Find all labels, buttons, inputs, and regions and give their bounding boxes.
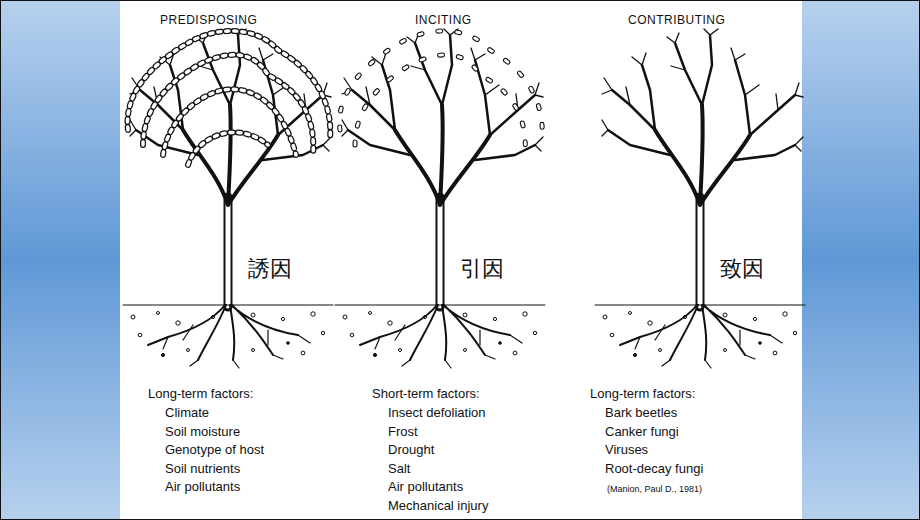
label-slot: Canker fungi — [605, 422, 679, 440]
label-slot: PREDISPOSING — [160, 10, 257, 28]
label-slot: Short-term factors: — [372, 384, 480, 402]
factor-heading: Long-term factors: — [148, 386, 254, 402]
label-slot: Drought — [388, 440, 434, 458]
label-slot: CONTRIBUTING — [628, 10, 725, 28]
column-heading: PREDISPOSING — [160, 13, 257, 27]
label-slot: Insect defoliation — [388, 403, 486, 421]
factor-item: Root-decay fungi — [605, 461, 703, 477]
label-slot: 致因 — [718, 256, 766, 282]
column-heading: INCITING — [415, 13, 472, 27]
label-slot: Mechanical injury — [388, 496, 488, 514]
label-slot: (Manion, Paul D., 1981) — [607, 478, 702, 496]
factor-item: Viruses — [605, 442, 648, 458]
label-slot: 引因 — [458, 256, 506, 282]
label-slot: Bark beetles — [605, 403, 677, 421]
label-slot: Frost — [388, 422, 418, 440]
label-slot: 誘因 — [246, 256, 294, 282]
citation: (Manion, Paul D., 1981) — [607, 484, 702, 495]
factor-item: Insect defoliation — [388, 405, 486, 421]
label-slot: Climate — [165, 403, 209, 421]
side-panel — [0, 0, 120, 520]
chinese-term: 引因 — [458, 256, 506, 282]
factor-item: Air pollutants — [388, 479, 463, 495]
label-slot: Long-term factors: — [148, 384, 254, 402]
factor-heading: Long-term factors: — [590, 386, 696, 402]
label-slot: Soil nutrients — [165, 459, 240, 477]
factor-item: Air pollutants — [165, 479, 240, 495]
column-heading: CONTRIBUTING — [628, 13, 725, 27]
factor-item: Frost — [388, 424, 418, 440]
label-slot: Air pollutants — [165, 477, 240, 495]
factor-item: Genotype of host — [165, 442, 264, 458]
chinese-term: 誘因 — [246, 256, 294, 282]
bare-tree — [595, 29, 805, 368]
label-slot: Salt — [388, 459, 410, 477]
factor-item: Mechanical injury — [388, 498, 488, 514]
factor-item: Bark beetles — [605, 405, 677, 421]
leafy-tree — [123, 29, 333, 368]
factor-item: Canker fungi — [605, 424, 679, 440]
factor-item: Soil moisture — [165, 424, 240, 440]
factor-item: Drought — [388, 442, 434, 458]
label-slot: Long-term factors: — [590, 384, 696, 402]
factor-heading: Short-term factors: — [372, 386, 480, 402]
label-slot: Root-decay fungi — [605, 459, 703, 477]
label-slot: Air pollutants — [388, 477, 463, 495]
factor-item: Soil nutrients — [165, 461, 240, 477]
factor-item: Salt — [388, 461, 410, 477]
label-slot: Viruses — [605, 440, 648, 458]
sparse-tree — [335, 29, 545, 368]
label-slot: INCITING — [415, 10, 472, 28]
label-slot: Soil moisture — [165, 422, 240, 440]
chinese-term: 致因 — [718, 256, 766, 282]
side-panel — [802, 0, 920, 520]
factor-item: Climate — [165, 405, 209, 421]
label-slot: Genotype of host — [165, 440, 264, 458]
